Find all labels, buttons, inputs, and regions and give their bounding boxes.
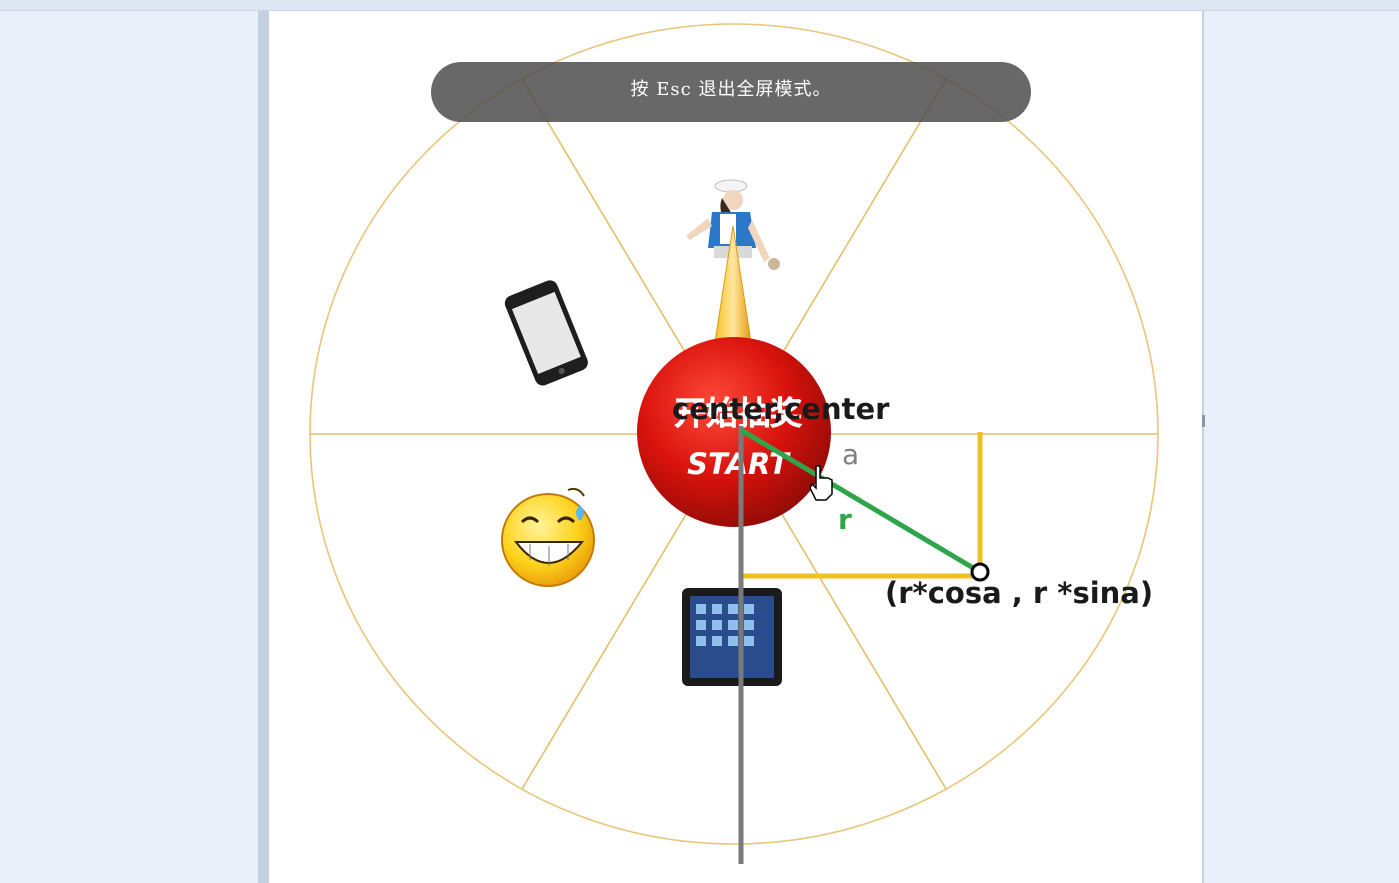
start-button[interactable]: 开始抽奖 START bbox=[637, 337, 831, 527]
center-label: center,center bbox=[672, 392, 890, 426]
tablet-icon bbox=[682, 588, 782, 686]
radius-line bbox=[739, 427, 982, 575]
right-margin bbox=[1204, 11, 1399, 883]
point-coordinate-label: (r*cosa , r *sina) bbox=[885, 576, 1154, 610]
left-margin bbox=[0, 11, 258, 883]
angle-label: a bbox=[842, 438, 860, 471]
left-page-border bbox=[258, 11, 269, 883]
browser-top-strip bbox=[0, 0, 1399, 11]
smartphone-icon bbox=[504, 280, 588, 386]
end-point bbox=[970, 562, 990, 582]
start-button-label-cn: 开始抽奖 bbox=[674, 394, 802, 432]
right-page-border bbox=[1202, 11, 1204, 883]
radius-label: r bbox=[838, 503, 852, 536]
scroll-marker bbox=[1202, 415, 1205, 427]
hand-cursor-icon bbox=[809, 465, 833, 501]
fullscreen-hint-toast: 按 Esc 退出全屏模式。 bbox=[431, 62, 1031, 122]
laughing-emoji-icon bbox=[501, 487, 595, 587]
coordinate-triangle bbox=[741, 432, 983, 579]
